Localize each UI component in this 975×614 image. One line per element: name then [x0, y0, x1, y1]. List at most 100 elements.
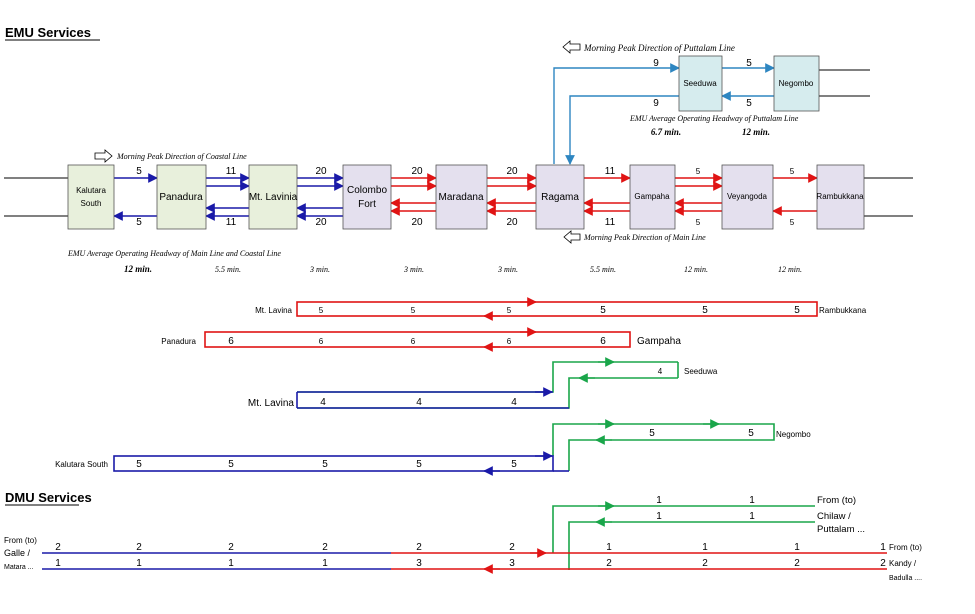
station-label-ragama: Ragama: [541, 192, 579, 203]
svg-text:5: 5: [790, 218, 795, 227]
arrow-right-icon: [94, 149, 113, 163]
service-mtlavinia-seeduwa: Mt. Lavina Seeduwa 4 4 4 4: [248, 357, 718, 409]
svg-text:6: 6: [507, 337, 512, 346]
main-line-bottom-numbers: 5 11 20 20 20 11 5 5: [136, 217, 795, 228]
svg-text:20: 20: [506, 166, 518, 177]
svg-text:1: 1: [749, 495, 755, 506]
svg-text:Mt. Lavina: Mt. Lavina: [248, 398, 295, 409]
svg-text:5: 5: [748, 428, 754, 439]
svg-text:5: 5: [696, 167, 701, 176]
station-colombo-fort: [342, 164, 392, 230]
service-kalutara-negombo: Kalutara South Negombo 5 5 5 5 5 5 5: [55, 419, 811, 476]
dmu-label-galle-1: From (to): [4, 536, 37, 545]
svg-text:1: 1: [55, 558, 61, 569]
headway-main-title: EMU Average Operating Headway of Main Li…: [67, 249, 281, 258]
station-ragama: [535, 164, 585, 230]
svg-text:5: 5: [794, 305, 800, 316]
svg-text:4: 4: [416, 397, 422, 408]
station-label-seeduwa: Seeduwa: [683, 79, 717, 88]
service-mtlavinia-rambukkana: Mt. Lavina Rambukkana 5 5 5 5 5 5: [255, 297, 867, 321]
svg-text:Negombo: Negombo: [776, 430, 811, 439]
svg-text:6: 6: [319, 337, 324, 346]
svg-text:2: 2: [55, 542, 61, 553]
svg-text:5.5 min.: 5.5 min.: [590, 265, 616, 274]
svg-text:12 min.: 12 min.: [778, 265, 802, 274]
svg-text:4: 4: [511, 397, 517, 408]
svg-text:2: 2: [416, 542, 422, 553]
svg-text:5: 5: [600, 305, 606, 316]
svg-text:20: 20: [411, 217, 423, 228]
emu-section-title: EMU Services: [5, 25, 91, 40]
station-rambukkana: [816, 164, 865, 230]
svg-text:1: 1: [228, 558, 234, 569]
svg-text:9: 9: [653, 98, 659, 109]
svg-text:Gampaha: Gampaha: [637, 336, 681, 347]
dmu-label-galle-2: Galle /: [4, 548, 31, 558]
arrow-left-icon: [562, 40, 581, 54]
peak-coastal-annotation: Morning Peak Direction of Coastal Line: [94, 149, 247, 163]
svg-text:20: 20: [315, 217, 327, 228]
station-label-gampaha: Gampaha: [634, 192, 670, 201]
svg-text:5: 5: [649, 428, 655, 439]
dmu-label-chilaw-2: Chilaw /: [817, 511, 851, 522]
svg-text:12 min.: 12 min.: [742, 127, 770, 137]
svg-text:1: 1: [322, 558, 328, 569]
svg-text:5: 5: [319, 306, 324, 315]
station-veyangoda: [721, 164, 774, 230]
svg-text:5: 5: [136, 459, 142, 470]
svg-text:12 min.: 12 min.: [124, 264, 152, 274]
svg-text:2: 2: [228, 542, 234, 553]
svg-text:6: 6: [600, 336, 606, 347]
dmu-label-kandy-2: Kandy /: [889, 559, 917, 568]
svg-text:5: 5: [136, 217, 142, 228]
svg-text:4: 4: [320, 397, 326, 408]
station-mt-lavinia: [248, 164, 298, 230]
dmu-label-kandy-1: From (to): [889, 543, 922, 552]
svg-text:Panadura: Panadura: [161, 337, 196, 346]
svg-text:2: 2: [702, 558, 708, 569]
svg-text:6.7 min.: 6.7 min.: [651, 127, 681, 137]
svg-text:5: 5: [696, 218, 701, 227]
station-seeduwa: [678, 55, 723, 112]
svg-text:Kalutara South: Kalutara South: [55, 460, 108, 469]
svg-text:3 min.: 3 min.: [309, 265, 330, 274]
svg-text:Mt. Lavina: Mt. Lavina: [255, 306, 292, 315]
station-label-rambukkana: Rambukkana: [816, 192, 864, 201]
dmu-label-chilaw-3: Puttalam ...: [817, 524, 865, 535]
svg-text:5: 5: [746, 98, 752, 109]
svg-text:6: 6: [411, 337, 416, 346]
peak-puttalam-annotation: Morning Peak Direction of Puttalam Line: [562, 40, 735, 54]
svg-text:2: 2: [880, 558, 886, 569]
svg-text:5: 5: [416, 459, 422, 470]
svg-text:1: 1: [136, 558, 142, 569]
dmu-services: 1 1 1 1 2 2 2 2 2 2 1 1 1 1 1 1 1 1 3 3 …: [4, 495, 922, 582]
headway-puttalam-values: 6.7 min. 12 min.: [651, 127, 770, 137]
station-label-veyangoda: Veyangoda: [727, 192, 768, 201]
svg-text:5: 5: [136, 166, 142, 177]
svg-text:20: 20: [506, 217, 518, 228]
svg-text:11: 11: [605, 166, 616, 177]
svg-text:20: 20: [411, 166, 423, 177]
svg-text:4: 4: [658, 367, 663, 376]
svg-text:11: 11: [605, 217, 616, 228]
service-panadura-gampaha: Panadura Gampaha 6 6 6 6 6: [161, 327, 681, 352]
svg-text:Morning Peak Direction of Coas: Morning Peak Direction of Coastal Line: [116, 152, 247, 161]
svg-text:1: 1: [749, 511, 755, 522]
coastal-line-segments: [113, 173, 344, 221]
svg-text:Rambukkana: Rambukkana: [819, 306, 867, 315]
svg-text:3: 3: [416, 558, 422, 569]
svg-text:2: 2: [136, 542, 142, 553]
station-kalutara-south: [67, 164, 115, 230]
svg-text:5: 5: [322, 459, 328, 470]
svg-text:5: 5: [746, 58, 752, 69]
svg-text:Morning Peak Direction of Putt: Morning Peak Direction of Puttalam Line: [583, 43, 735, 53]
svg-text:5: 5: [228, 459, 234, 470]
svg-text:3 min.: 3 min.: [497, 265, 518, 274]
svg-text:2: 2: [322, 542, 328, 553]
svg-text:12 min.: 12 min.: [684, 265, 708, 274]
station-boxes: [67, 55, 865, 230]
svg-text:5: 5: [511, 459, 517, 470]
peak-main-annotation: Morning Peak Direction of Main Line: [563, 230, 706, 244]
